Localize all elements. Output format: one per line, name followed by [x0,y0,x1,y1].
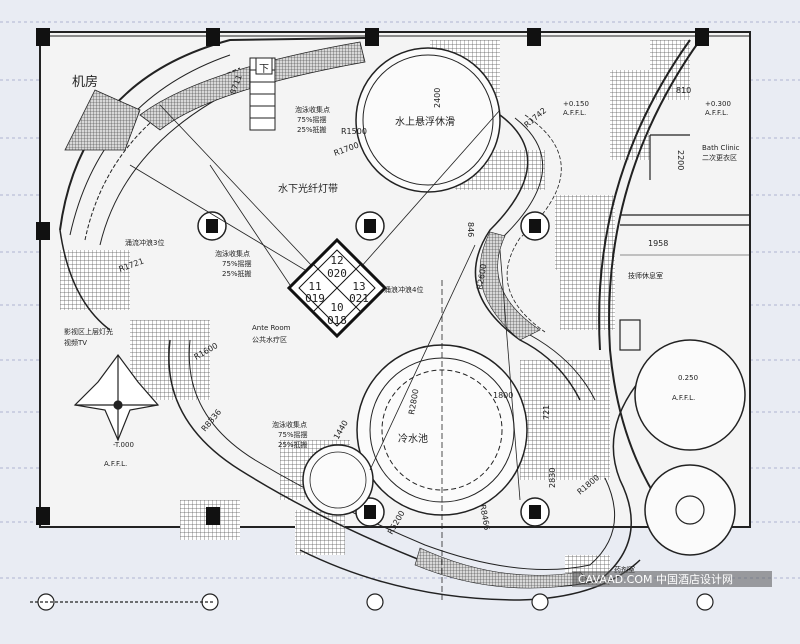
label-bath-clinic-cn: 二次更衣区 [702,153,737,162]
right-rooms [619,134,750,556]
dim-r2600: R2600 [475,263,488,290]
dim-2400: 2400 [433,88,442,108]
label-ante-room-cn: 公共水疗区 [252,335,287,344]
label-cold-pool: 冷水池 [398,432,428,445]
label-medicine-room: 药剂室 [614,565,635,574]
elevation-markers: +0.150 A.F.F.L. +0.300 A.F.F.L. 0.250 A.… [104,100,731,468]
label-tv-wall: 影视区上层灯光 [64,327,113,336]
label-jacuzzi-top-s1: 75%摇摆 [297,115,327,124]
elevation-2-label: A.F.F.L. [705,109,728,117]
dim-r1500: R1500 [341,127,367,136]
label-jacuzzi-bottom: 泡泳收集点 [272,420,307,429]
dim-r2800: R2800 [407,388,420,415]
dim-846: 846 [466,222,475,237]
elevation-1-value: +0.150 [563,100,589,108]
label-tv-wall-2: 视频TV [64,338,87,347]
diamond-bottom-sub: 018 [327,314,347,327]
small-pool [302,444,374,516]
elevation-4-value: -T.000 [113,441,134,449]
diamond-top-num: 12 [330,254,343,267]
elevation-1-label: A.F.F.L. [563,109,586,117]
dim-1800: 1800 [493,391,513,400]
label-jacuzzi-center-s2: 25%抵搬 [222,269,252,278]
label-jacuzzi-bottom-s2: 25%抵搬 [278,440,308,449]
label-down: 下 [259,64,269,75]
round-columns [197,211,550,527]
umbrella-icon [73,353,160,442]
label-underwater-light: 水下光纤灯带 [278,182,338,195]
diamond-top-sub: 020 [327,267,347,280]
diamond-bottom-num: 10 [330,301,343,314]
cold-pool [356,280,528,600]
label-jacuzzi-top-s2: 25%抵搬 [297,125,327,134]
bottom-curve [168,339,641,601]
diamond-left-sub: 019 [305,292,325,305]
floating-pool [355,47,501,193]
elevation-4-label: A.F.F.L. [104,460,127,468]
room-labels: 机房 下 水上悬浮休滑 水下光纤灯带 涌流冲浪3位 泡泳收集点 75%摇摆 25… [64,64,740,574]
label-ante-room-en: Ante Room [252,324,291,332]
diamond-left-num: 11 [308,280,321,293]
label-jacuzzi-bottom-s1: 75%摇摆 [278,430,308,439]
elevation-3-value: 0.250 [678,374,698,382]
right-curved-wall [598,39,701,531]
stair [249,57,276,131]
diamond-right-num: 13 [352,280,365,293]
dim-721: 721 [542,405,551,420]
dim-1958: 1958 [648,239,668,248]
label-machine-room: 机房 [72,74,98,90]
dim-810: 810 [676,86,691,95]
label-bath-clinic-en: Bath Clinic [702,144,740,152]
label-spray-pool-right: 涌浪冲浪4位 [384,285,423,294]
structural-columns [36,28,709,525]
axis-markers [30,593,714,611]
diamond-right-sub: 021 [349,292,369,305]
sight-lines [129,104,521,501]
label-spray-pool-left: 涌流冲浪3位 [125,238,164,247]
watermark-text: CAVAAD.COM 中国酒店设计网 [578,572,733,586]
zone-diamond: 12 020 11 019 13 021 10 018 [286,237,388,339]
label-jacuzzi-top: 泡泳收集点 [295,105,330,114]
dim-2200: 2200 [676,150,685,170]
s-curve-walkway [474,114,596,401]
dim-2830: 2830 [548,468,557,488]
elevation-3-label: A.F.F.L. [672,394,695,402]
label-therapist-rest: 技师休息室 [628,271,663,280]
label-underwater-lounge: 水上悬浮休滑 [395,116,455,128]
dim-r8466: R8466 [478,504,491,531]
elevation-2-value: +0.300 [705,100,731,108]
label-jacuzzi-center: 泡泳收集点 [215,249,250,258]
label-jacuzzi-center-s1: 75%摇摆 [222,259,252,268]
watermark: CAVAAD.COM 中国酒店设计网 [572,571,772,587]
